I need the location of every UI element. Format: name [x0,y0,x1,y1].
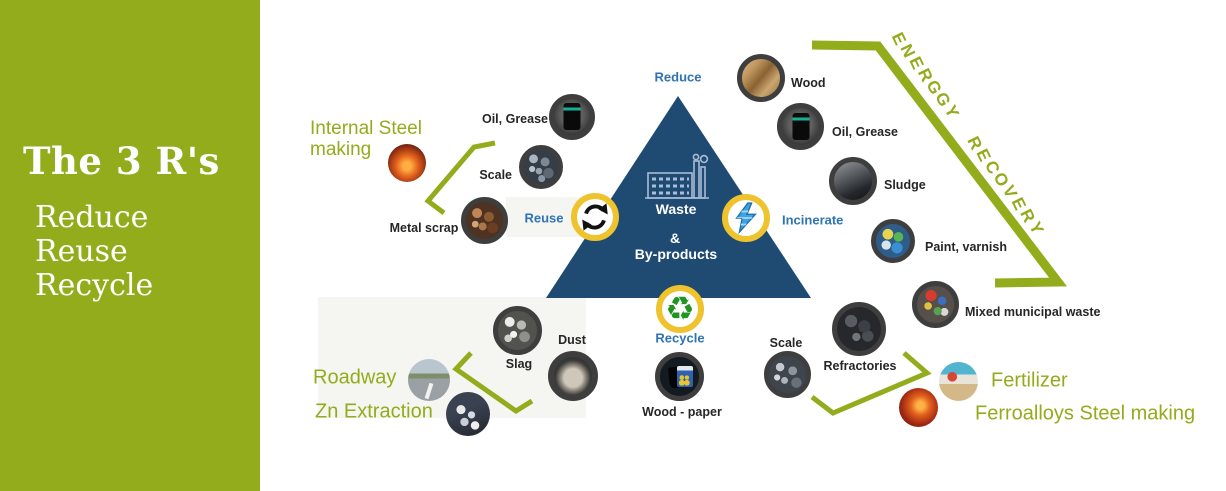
lightning-icon [735,202,757,234]
label-zn-extraction: Zn Extraction [315,400,433,423]
factory-icon [645,152,709,202]
label-scale-right: Scale [769,336,803,350]
photo-refractories [832,302,886,356]
photo-sludge [829,157,877,205]
photo-scale-left [519,145,563,189]
subtitle-reuse: Reuse [35,234,128,269]
photo-roadway [408,359,450,401]
subtitle-reduce: Reduce [35,200,149,235]
energy-recovery-bracket [811,40,1067,288]
connector-fertilizer-ferroalloys [810,351,932,416]
sidebar-subtitle: Reduce Reuse Recycle [35,201,153,303]
photo-slag [493,306,542,355]
waste-pyramid [546,96,811,298]
reuse-badge [571,193,619,241]
photo-ferroalloys [899,388,938,427]
label-wood: Wood [791,76,826,90]
label-oil-grease-left: Oil, Grease [481,112,548,126]
label-metal-scrap: Metal scrap [389,221,459,235]
photo-mixed-municipal-waste [912,281,959,328]
label-scale-left: Scale [479,168,512,182]
label-incinerate: Incinerate [782,212,844,228]
connector-internal-steel [424,140,496,215]
label-paint-varnish: Paint, varnish [925,240,1007,254]
photo-oil-grease-right [777,103,824,150]
photo-scale-right [764,351,811,398]
incinerate-badge [722,194,770,242]
photo-metal-scrap [461,197,508,244]
recycle-icon: ♻ [665,288,695,328]
photo-zn-bottles [446,392,490,436]
recycle-badge: ♻ [656,285,704,333]
photo-dust [548,351,598,401]
pyramid-waste-text: Waste [655,201,697,217]
label-slag: Slag [505,357,533,371]
connector-roadway-zn [452,351,534,414]
label-sludge: Sludge [884,178,926,192]
label-recycle: Recycle [655,330,705,346]
label-dust: Dust [558,333,586,347]
photo-oil-grease-left [549,94,595,140]
photo-internal-steel-furnace [388,144,426,182]
reuse-arrows-icon [582,203,608,231]
pyramid-byproducts-text: By-products [634,246,718,262]
pyramid-amp-text: & [669,230,681,246]
label-roadway: Roadway [313,366,397,389]
label-fertilizer: Fertilizer [991,369,1068,392]
label-reuse: Reuse [524,210,564,226]
label-mixed-municipal-waste: Mixed municipal waste [965,305,1101,319]
label-internal-steel-making: Internal Steel making [310,118,422,160]
sidebar-panel: The 3 R's Reduce Reuse Recycle [0,0,260,491]
photo-paint-varnish [871,219,915,263]
label-oil-grease-right: Oil, Grease [832,125,899,139]
label-reduce: Reduce [654,69,702,85]
label-wood-paper: Wood - paper [642,405,722,419]
label-ferroalloys: Ferroalloys Steel making [975,402,1196,425]
label-refractories: Refractories [823,359,897,373]
photo-wood-paper [655,352,704,401]
photo-fertilizer [939,362,978,401]
photo-wood [737,54,785,102]
subtitle-recycle: Recycle [35,268,154,303]
page-title: The 3 R's [23,139,220,183]
